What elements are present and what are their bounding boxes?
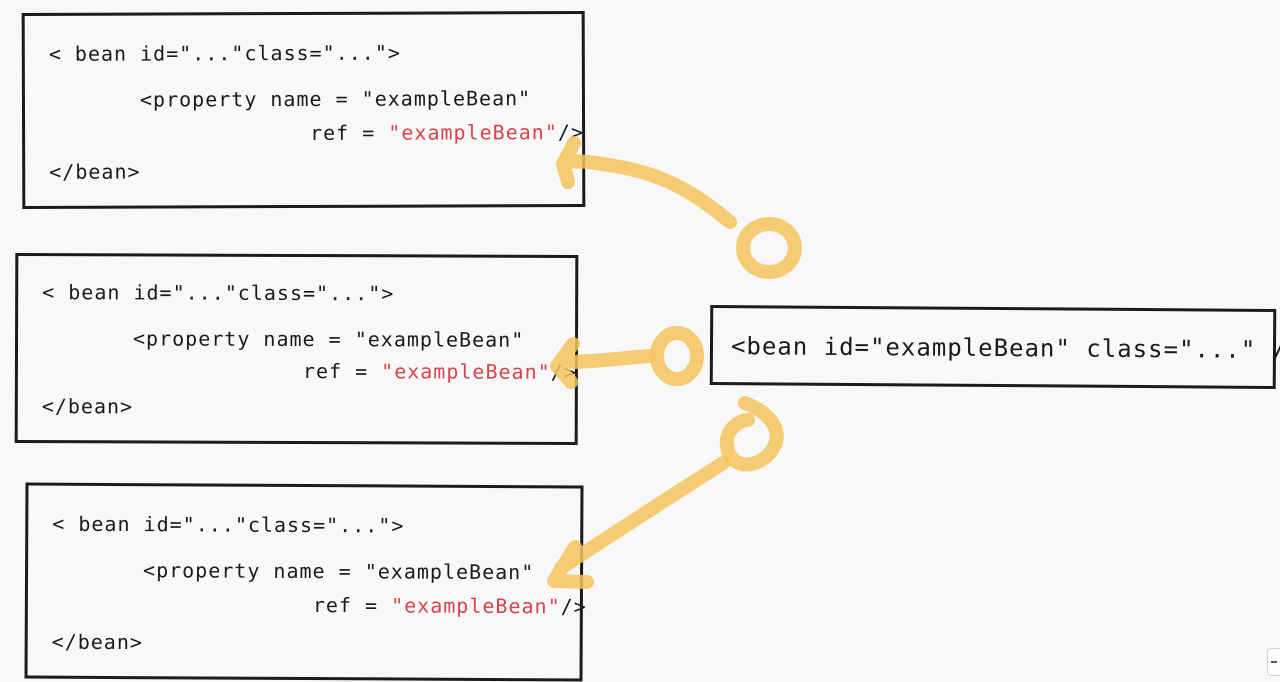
arrow-origin-circle-2 xyxy=(650,326,704,386)
bean-definition-box-2: < bean id="..."class="..."> <property na… xyxy=(14,253,579,445)
ref-value: "exampleBean" xyxy=(388,120,558,145)
bean-close-tag: </bean> xyxy=(41,394,134,419)
ref-value: "exampleBean" xyxy=(381,359,551,384)
ref-label: ref = xyxy=(302,359,382,384)
ref-tail: /> xyxy=(550,359,577,384)
collapse-handle[interactable] xyxy=(1267,648,1280,676)
ref-attribute: ref = "exampleBean"/> xyxy=(302,359,577,384)
bean-open-tag: < bean id="..."class="..."> xyxy=(48,40,401,66)
bean-close-tag: </bean> xyxy=(51,629,144,655)
arrow-origin-circle-1 xyxy=(736,217,802,279)
bean-definition-box-1: < bean id="..."class="..."> <property na… xyxy=(21,11,586,209)
ref-label: ref = xyxy=(310,120,389,145)
bean-open-tag: < bean id="..."class="..."> xyxy=(42,280,395,306)
property-tag: <property name = "exampleBean" xyxy=(132,326,525,352)
arrow-to-box-1 xyxy=(556,136,737,229)
arrow-origin-loop-3 xyxy=(719,396,784,472)
ref-attribute: ref = "exampleBean"/> xyxy=(310,120,585,145)
ref-attribute: ref = "exampleBean"/> xyxy=(312,593,587,619)
example-bean-box: <bean id="exampleBean" class="..." /> xyxy=(709,305,1280,389)
property-tag: <property name = "exampleBean" xyxy=(142,558,535,585)
property-tag: <property name = "exampleBean" xyxy=(139,86,532,112)
bean-definition-box-3: < bean id="..."class="..."> <property na… xyxy=(24,482,587,682)
ref-label: ref = xyxy=(312,593,392,618)
ref-tail: /> xyxy=(557,120,585,145)
bean-open-tag: < bean id="..."class="..."> xyxy=(52,511,405,538)
example-bean-tag: <bean id="exampleBean" class="..." /> xyxy=(730,332,1280,365)
ref-value: "exampleBean" xyxy=(391,593,561,619)
ref-tail: /> xyxy=(560,594,587,619)
bean-close-tag: </bean> xyxy=(49,159,141,184)
